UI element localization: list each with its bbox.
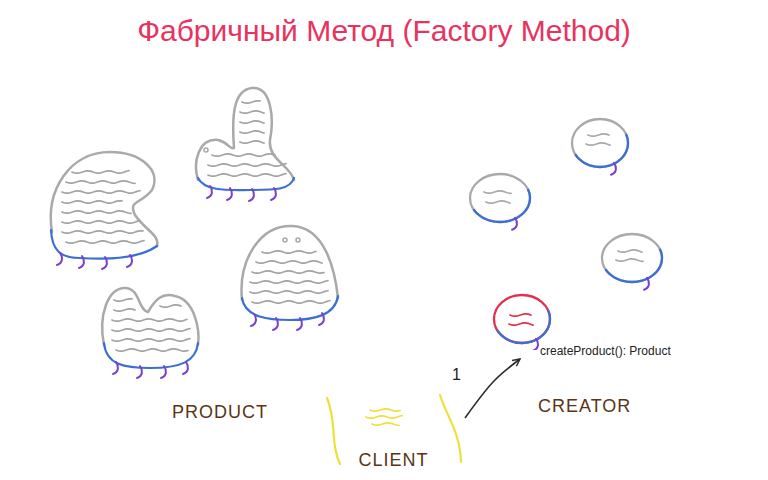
wavy-line bbox=[62, 201, 122, 203]
wavy-line bbox=[240, 141, 264, 143]
wavy-line bbox=[242, 101, 260, 103]
product-eye bbox=[204, 148, 208, 152]
hook bbox=[319, 313, 324, 325]
wavy-line bbox=[250, 281, 328, 284]
wavy-line bbox=[372, 423, 399, 426]
wavy-line bbox=[62, 211, 131, 214]
wavy-line bbox=[160, 305, 181, 307]
wavy-line bbox=[252, 271, 324, 273]
client-outline bbox=[327, 398, 340, 464]
wavy-line bbox=[588, 134, 609, 136]
wavy-line bbox=[116, 349, 188, 351]
hook bbox=[512, 218, 517, 230]
callout-number: 1 bbox=[451, 366, 462, 384]
hook bbox=[533, 339, 538, 350]
wavy-line bbox=[262, 251, 316, 253]
wavy-line bbox=[208, 164, 286, 167]
product-eye bbox=[296, 238, 300, 242]
hook bbox=[227, 188, 232, 200]
group-label: PRODUCT bbox=[172, 402, 268, 423]
hook bbox=[251, 314, 256, 326]
wavy-line bbox=[618, 250, 642, 252]
creator-outline bbox=[494, 295, 550, 343]
method-signature: createProduct(): Product bbox=[540, 344, 671, 359]
wavy-line bbox=[256, 261, 322, 263]
creator-base bbox=[576, 135, 628, 167]
creator-node: createProduct(): Product bbox=[490, 290, 675, 359]
creator-base bbox=[606, 250, 662, 282]
hook bbox=[137, 366, 142, 378]
title: Фабричный Метод (Factory Method) bbox=[0, 14, 768, 48]
wavy-line bbox=[66, 241, 144, 244]
hook bbox=[644, 278, 649, 290]
hook bbox=[207, 186, 212, 198]
creator-base bbox=[474, 190, 530, 222]
hook bbox=[79, 256, 84, 268]
wavy-line bbox=[112, 329, 190, 332]
wavy-line bbox=[486, 201, 510, 203]
connector-arrow bbox=[465, 359, 520, 418]
product-outline bbox=[196, 88, 294, 180]
hook bbox=[273, 318, 278, 330]
wavy-line bbox=[616, 259, 643, 262]
hook bbox=[297, 318, 302, 330]
wavy-line bbox=[510, 314, 531, 316]
wavy-line bbox=[114, 309, 135, 311]
wavy-line bbox=[62, 231, 143, 233]
creator-outline bbox=[572, 119, 628, 167]
hook bbox=[249, 189, 254, 201]
hook bbox=[57, 253, 62, 265]
creator-outline bbox=[470, 174, 530, 222]
wavy-line bbox=[370, 409, 400, 411]
wavy-line bbox=[114, 299, 132, 301]
wavy-line bbox=[66, 181, 135, 184]
hook bbox=[611, 163, 616, 175]
hook bbox=[161, 366, 166, 378]
wavy-line bbox=[240, 131, 264, 133]
product-outline bbox=[51, 152, 158, 246]
node-shape bbox=[490, 290, 558, 350]
creator-base bbox=[498, 311, 550, 343]
wavy-line bbox=[240, 121, 264, 123]
wavy-line bbox=[112, 319, 187, 321]
product-base bbox=[51, 230, 157, 259]
wavy-line bbox=[509, 323, 533, 325]
client-outline bbox=[440, 395, 461, 462]
product-eye bbox=[283, 238, 287, 242]
hook bbox=[127, 255, 132, 267]
hook bbox=[271, 188, 276, 200]
wavy-line bbox=[366, 416, 402, 419]
wavy-line bbox=[112, 339, 190, 342]
wavy-line bbox=[62, 191, 140, 194]
wavy-line bbox=[208, 174, 286, 177]
hook bbox=[183, 362, 188, 374]
wavy-line bbox=[484, 191, 511, 194]
wavy-line bbox=[586, 143, 610, 145]
wavy-line bbox=[72, 171, 129, 174]
wavy-line bbox=[250, 291, 328, 294]
creator-outline bbox=[602, 234, 662, 282]
wavy-line bbox=[252, 301, 330, 304]
wavy-line bbox=[212, 154, 275, 156]
wavy-line bbox=[240, 111, 264, 113]
node-label: CLIENT bbox=[358, 450, 428, 470]
product-outline bbox=[242, 226, 338, 300]
hook bbox=[102, 257, 107, 269]
product-outline bbox=[102, 288, 198, 345]
group-label: CREATOR bbox=[538, 396, 631, 417]
wavy-line bbox=[62, 221, 140, 224]
client-node: CLIENT bbox=[322, 392, 465, 472]
hook bbox=[113, 362, 118, 374]
